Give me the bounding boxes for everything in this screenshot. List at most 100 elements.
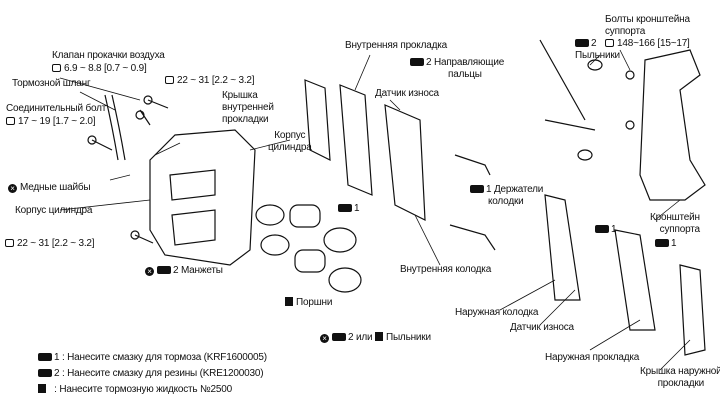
torque-value: 22 ~ 31 [2.2 ~ 3.2] (177, 75, 255, 86)
replace-part-icon: × (145, 267, 154, 276)
label-outer-shim: Наружная прокладка (545, 352, 640, 363)
torque-value: 17 ~ 19 [1.7 ~ 2.0] (18, 116, 96, 127)
text: 2 Направляющие (426, 57, 505, 68)
text-line: Болты кронштейна (605, 14, 690, 25)
label-torque-bottom: 22 ~ 31 [2.2 ~ 3.2] (5, 238, 95, 250)
torque-wrench-icon (165, 76, 174, 84)
label-copper-washers: ×Медные шайбы (8, 182, 91, 194)
outer-shim-cover (679, 264, 706, 356)
label-wear-sensor-bottom: Датчик износа (510, 322, 574, 333)
label-inner-shim: Внутренняя прокладка (345, 40, 447, 51)
text-line: Пыльники (575, 50, 620, 61)
grease-icon (332, 333, 346, 341)
brake-hose (104, 94, 126, 161)
label-seals: × 2 Манжеты (145, 265, 223, 277)
torque-wrench-icon (605, 39, 614, 47)
label-brake-hose: Тормозной шланг (12, 78, 91, 89)
legend-item: : Нанесите тормозную жидкость №2500 (38, 384, 267, 396)
legend-item: 2 : Нанесите смазку для резины (KRE12000… (38, 368, 267, 380)
outer-shim (614, 229, 656, 331)
legend-mark: 1 (54, 352, 60, 363)
text-line: суппорта (659, 224, 700, 235)
replace-part-icon: × (320, 334, 329, 343)
label-inner-pad: Внутренняя колодка (400, 264, 492, 275)
label-bleeder-torque: 6.9 ~ 8.8 [0.7 ~ 0.9] (52, 63, 147, 75)
text: 1 Держатели (486, 184, 544, 195)
text: 2 (591, 38, 597, 49)
grease-icon (157, 266, 171, 274)
legend-text: : Нанесите смазку для резины (KRE1200030… (61, 368, 264, 379)
outer-pad (544, 194, 581, 301)
legend-text: : Нанесите смазку для тормоза (KRF160000… (61, 352, 267, 363)
torque-wrench-icon (52, 64, 61, 72)
torque-value: 22 ~ 31 [2.2 ~ 3.2] (17, 238, 95, 249)
text: Поршни (296, 297, 333, 308)
text: 1 (354, 203, 360, 214)
label-bleeder-valve: Клапан прокачки воздуха (52, 50, 165, 61)
label-wear-sensor-top: Датчик износа (375, 88, 439, 99)
label-cylinder-body-left: Корпус цилиндра (15, 205, 93, 216)
label-union-torque: 17 ~ 19 [1.7 ~ 2.0] (6, 116, 96, 128)
inner-shim-cover (304, 79, 331, 162)
caliper-bracket (639, 49, 706, 201)
torque-wrench-icon (6, 117, 15, 125)
label-mark-1b: 1 (595, 224, 617, 236)
legend-item: 1 : Нанесите смазку для тормоза (KRF1600… (38, 352, 267, 364)
text-line: прокладки (222, 114, 269, 125)
torque-value: 148~166 [15~17] (617, 38, 690, 49)
label-mark-1a: 1 (338, 203, 360, 215)
replace-part-icon: × (8, 184, 17, 193)
cylinder-body (149, 129, 256, 266)
legend: 1 : Нанесите смазку для тормоза (KRF1600… (38, 352, 267, 396)
label-mark-1c: 1 (655, 238, 677, 250)
text: Медные шайбы (20, 182, 91, 193)
guide-pin (539, 39, 596, 131)
text-line: цилиндра (268, 142, 312, 153)
grease-icon (575, 39, 589, 47)
label-pistons: Поршни (285, 297, 332, 309)
grease-icon (410, 58, 424, 66)
text-line: пальцы (448, 69, 482, 80)
label-torque-top: 22 ~ 31 [2.2 ~ 3.2] (165, 75, 255, 87)
grease-icon (470, 185, 484, 193)
grease-icon (338, 204, 352, 212)
torque-wrench-icon (5, 239, 14, 247)
bolt (91, 99, 169, 244)
text-line: Крышка (222, 90, 258, 101)
label-union-bolt: Соединительный болт (6, 103, 107, 114)
label-boots: ×2 или Пыльники (320, 332, 431, 344)
pad-retainer (449, 154, 496, 251)
inner-pad (384, 104, 426, 221)
text: 1 (611, 224, 617, 235)
text-line: прокладки (657, 378, 705, 389)
brake-fluid-icon (374, 332, 383, 341)
text: 2 Манжеты (173, 265, 223, 276)
text: 1 (671, 238, 677, 249)
text-line: колодки (488, 196, 524, 207)
inner-shim (339, 84, 373, 196)
torque-value: 6.9 ~ 8.8 [0.7 ~ 0.9] (64, 63, 147, 74)
text-line: суппорта (605, 26, 646, 37)
grease-icon (595, 225, 609, 233)
leader-lines (59, 49, 691, 371)
legend-text: : Нанесите тормозную жидкость №2500 (54, 384, 232, 395)
grease-icon (655, 239, 669, 247)
legend-mark: 2 (54, 368, 60, 379)
text-line: Крышка наружной (640, 366, 720, 377)
brake-fluid-icon (38, 384, 46, 393)
grease-icon (38, 369, 52, 377)
brake-fluid-icon (285, 297, 293, 306)
text-line: Кронштейн (650, 212, 700, 223)
grease-icon (38, 353, 52, 361)
label-outer-pad: Наружная колодка (455, 307, 539, 318)
